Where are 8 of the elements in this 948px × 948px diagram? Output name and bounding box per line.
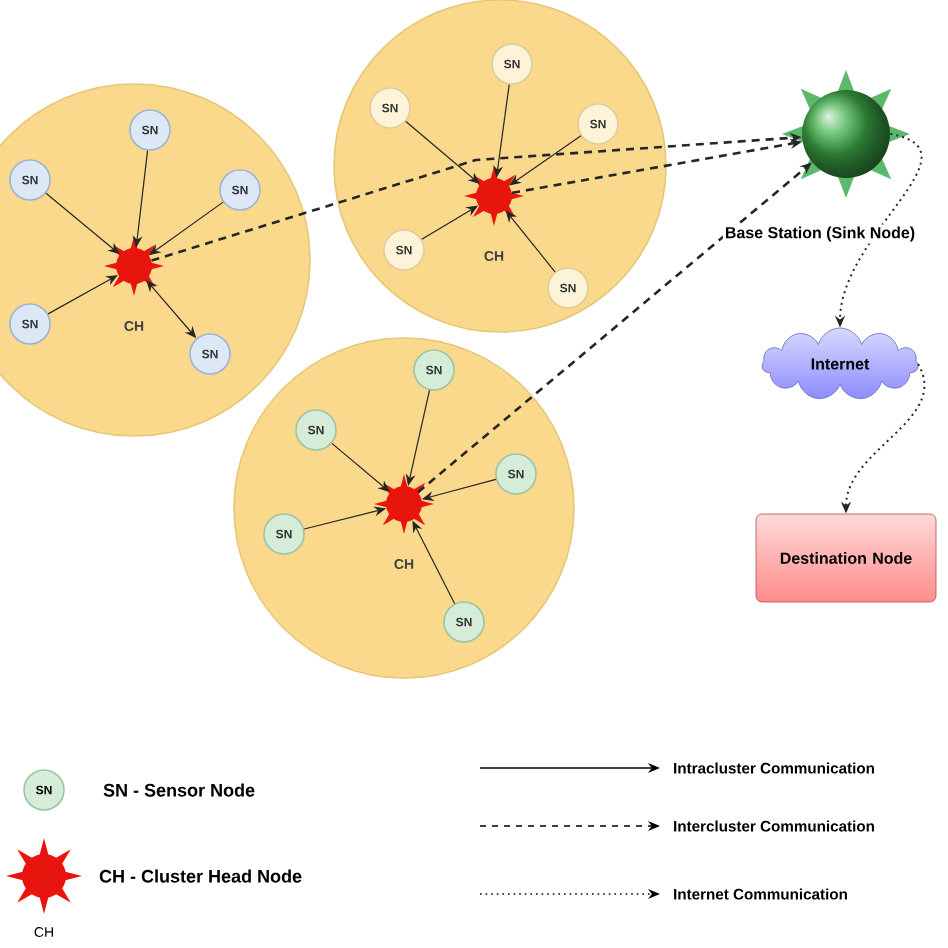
legend-text: SN - Sensor Node (103, 783, 255, 797)
arrow (505, 210, 556, 273)
destination-box: Destination Node (755, 513, 937, 603)
cluster-circle (233, 337, 575, 679)
arrow (509, 135, 582, 186)
internet-cloud: Internet (761, 327, 919, 399)
node-label: Base Station (Sink Node) (722, 224, 918, 244)
legend-text: CH - Cluster Head Node (99, 869, 302, 883)
